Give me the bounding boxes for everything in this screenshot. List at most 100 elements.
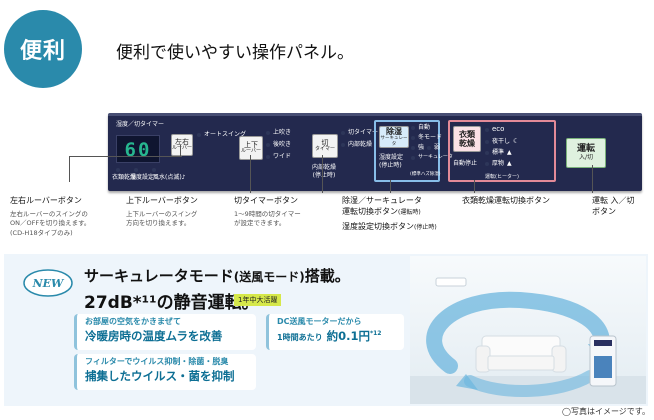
callout-title: 運転 入／切 <box>592 196 635 205</box>
callout-desc: 上下ルーバーのスイング <box>126 210 198 218</box>
clothes-dry-button[interactable]: 衣類 乾燥 <box>453 126 481 152</box>
callout-title: 左右ルーバーボタン <box>10 196 82 205</box>
clothes-dry-button-group: 衣類 乾燥 自動停止 eco 夜干し☾ 標準▲ 厚物▲ 運転(ヒーター) <box>448 120 556 182</box>
humidity-setting-note-line: 湿度設定 <box>379 154 404 161</box>
ud-option-label: 上吹き <box>273 129 292 136</box>
off-timer-options: 切タイマー 内部乾燥 <box>341 130 378 148</box>
led-indicator <box>411 155 415 160</box>
humidity-setting-note: 湿度設定 (停止時) <box>379 154 403 170</box>
feature-card-filter: フィルターでウイルス抑制・除菌・脱臭 捕集したウイルス・菌を抑制 <box>74 354 256 390</box>
power-label: 入/切 <box>578 153 594 161</box>
clothes-dry-option: eco <box>485 126 519 133</box>
room-illustration <box>410 256 646 404</box>
feature-small-text: お部屋の空気をかきまぜて <box>85 317 181 326</box>
dehumid-option-label: 自動 <box>418 124 431 131</box>
feature-footnote: *12 <box>369 329 382 337</box>
clothes-dry-option-label: 標準 <box>492 149 505 156</box>
leader-line <box>390 180 391 193</box>
led-indicator <box>485 151 489 155</box>
leader-line <box>250 155 251 193</box>
year-round-tag: 1年中大活躍 <box>234 294 282 306</box>
leader-line <box>592 165 593 193</box>
ud-options: 上吹き 後吹き ワイド <box>266 130 291 160</box>
dehumid-option: 自動 <box>411 125 453 131</box>
led-indicator <box>341 131 345 135</box>
auto-swing-indicator: オートスイング <box>197 132 246 138</box>
callout-desc: (CD-H18タイプのみ) <box>10 228 73 237</box>
callout-desc: 方向を切り換えます。 <box>126 219 191 228</box>
callout-power: 運転 入／切 ボタン <box>592 197 635 216</box>
ud-option: 上吹き <box>266 130 291 136</box>
led-indicator <box>411 146 415 150</box>
convenience-badge: 便利 <box>4 10 82 88</box>
callout-title: 運転切換ボタン(運転時) <box>342 208 437 216</box>
dehumid-circulator-button[interactable]: 除湿 サーキュレータ <box>379 126 409 148</box>
callout-desc: 1〜9時間の切タイマー <box>234 210 301 218</box>
clothes-dry-label: 乾燥 <box>459 139 475 148</box>
internal-dry-note: 内部乾燥 (停止時) <box>312 164 336 180</box>
led-indicator <box>134 168 138 172</box>
off-timer-option: 内部乾燥 <box>341 142 378 148</box>
leader-line <box>180 145 181 157</box>
callout-clothes-dry: 衣類乾燥運転切換ボタン <box>462 196 550 205</box>
leader-line <box>69 156 70 182</box>
promo-title: サーキュレータモード(送風モード)搭載。 <box>84 265 350 286</box>
dehumid-option-label: サーキュレータ <box>418 154 453 160</box>
lcd-display: 60 <box>116 135 160 163</box>
airflow-arrow-icon <box>426 291 610 374</box>
feature-large-value: 約0.1円 <box>326 328 370 343</box>
dehumid-option-label: 冬モード <box>418 134 443 141</box>
lr-louver-button[interactable]: 左右 ルーバー <box>171 134 193 156</box>
mode-indicator-leds <box>116 168 156 172</box>
ud-option: 後吹き <box>266 142 291 148</box>
callout-desc: ON／OFFを切り換えます。 <box>10 219 91 228</box>
new-badge-ellipse <box>23 269 73 297</box>
dehumid-options: 自動 冬モード 強弱 サーキュレータ <box>411 125 453 160</box>
callout-title: 切タイマーボタン <box>234 196 298 205</box>
led-indicator <box>427 146 432 150</box>
led-indicator <box>485 127 489 132</box>
ud-louver-label: ルーバー <box>241 148 261 155</box>
callout-title-part: 湿度設定切換ボタン <box>342 222 414 231</box>
callout-title-note: (運転時) <box>398 209 421 216</box>
led-indicator <box>266 155 270 159</box>
clothes-dry-option: 厚物▲ <box>485 161 519 167</box>
feature-large-prefix: 1時間あたり <box>277 332 323 342</box>
control-panel: 湿度／切タイマー 60 衣類乾燥 湿度設定 風水(点滅)♪ 左右 ルーバー オー… <box>108 113 642 191</box>
led-indicator <box>116 168 120 172</box>
arrow-head-icon <box>456 374 478 390</box>
feature-large-text: 1時間あたり 約0.1円*12 <box>277 328 396 344</box>
dehumid-option: 強弱 <box>411 145 453 151</box>
callout-off-timer: 切タイマーボタン 1〜9時間の切タイマー が設定できます。 <box>234 197 301 229</box>
internal-dry-note-line: 内部乾燥 <box>312 164 337 171</box>
promo-title-end: 搭載。 <box>304 267 350 285</box>
mode-label-feng-shui: 風水(点滅)♪ <box>153 174 186 181</box>
power-label: 運転 <box>576 144 595 155</box>
ud-louver-button[interactable]: 上下 ルーバー <box>239 136 263 160</box>
dehumid-label: 除湿 <box>386 127 402 137</box>
coat-icon: ▲ <box>507 160 512 167</box>
led-indicator <box>485 162 489 166</box>
clothes-dry-note: 運転(ヒーター) <box>485 174 519 180</box>
dehumidifier-panel-icon <box>594 340 612 346</box>
clothes-dry-option-label: 厚物 <box>492 160 505 167</box>
circulator-label: サーキュレータ <box>380 136 408 147</box>
callout-title: 上下ルーバーボタン <box>126 196 198 205</box>
leader-line <box>69 156 182 157</box>
dehumid-option: サーキュレータ <box>411 155 453 160</box>
feature-large-text: 冷暖房時の温度ムラを改善 <box>85 328 223 343</box>
led-indicator <box>485 139 489 144</box>
new-badge-text: NEW <box>32 277 65 290</box>
auto-swing-label: オートスイング <box>204 131 247 138</box>
power-button[interactable]: 運転 入/切 <box>566 138 606 168</box>
ud-option: ワイド <box>266 154 291 160</box>
led-indicator <box>341 143 345 147</box>
dehumid-option-label: 弱 <box>434 144 441 151</box>
callout-dehumid: 除湿／サーキュレータ 運転切換ボタン(運転時) 湿度設定切換ボタン(停止時) <box>342 197 437 231</box>
led-indicator <box>411 136 415 140</box>
dehumid-option-label: 強 <box>418 144 425 151</box>
mode-label-clothes-dry: 衣類乾燥 <box>112 174 137 181</box>
led-indicator <box>266 131 270 135</box>
leader-line <box>474 180 475 193</box>
off-timer-button[interactable]: 切 タイマー <box>312 134 338 158</box>
